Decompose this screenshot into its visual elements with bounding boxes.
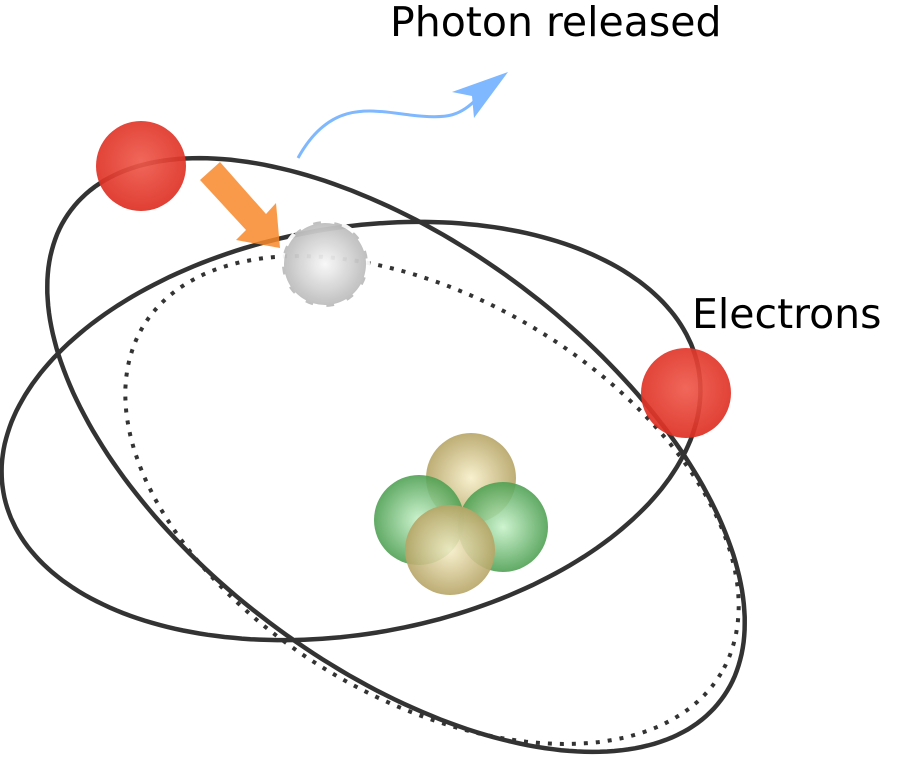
nucleus <box>374 433 548 595</box>
orbit-wide <box>0 219 703 643</box>
photon-arrow <box>296 72 508 159</box>
proton <box>405 505 495 595</box>
transition-arrow <box>200 162 280 248</box>
electron-top <box>96 121 186 211</box>
photon-released-label: Photon released <box>390 0 722 46</box>
electron-right <box>641 348 731 438</box>
vacancy-electron <box>280 219 370 309</box>
electrons-label: Electrons <box>692 290 882 338</box>
orbit-tilted <box>45 155 747 755</box>
